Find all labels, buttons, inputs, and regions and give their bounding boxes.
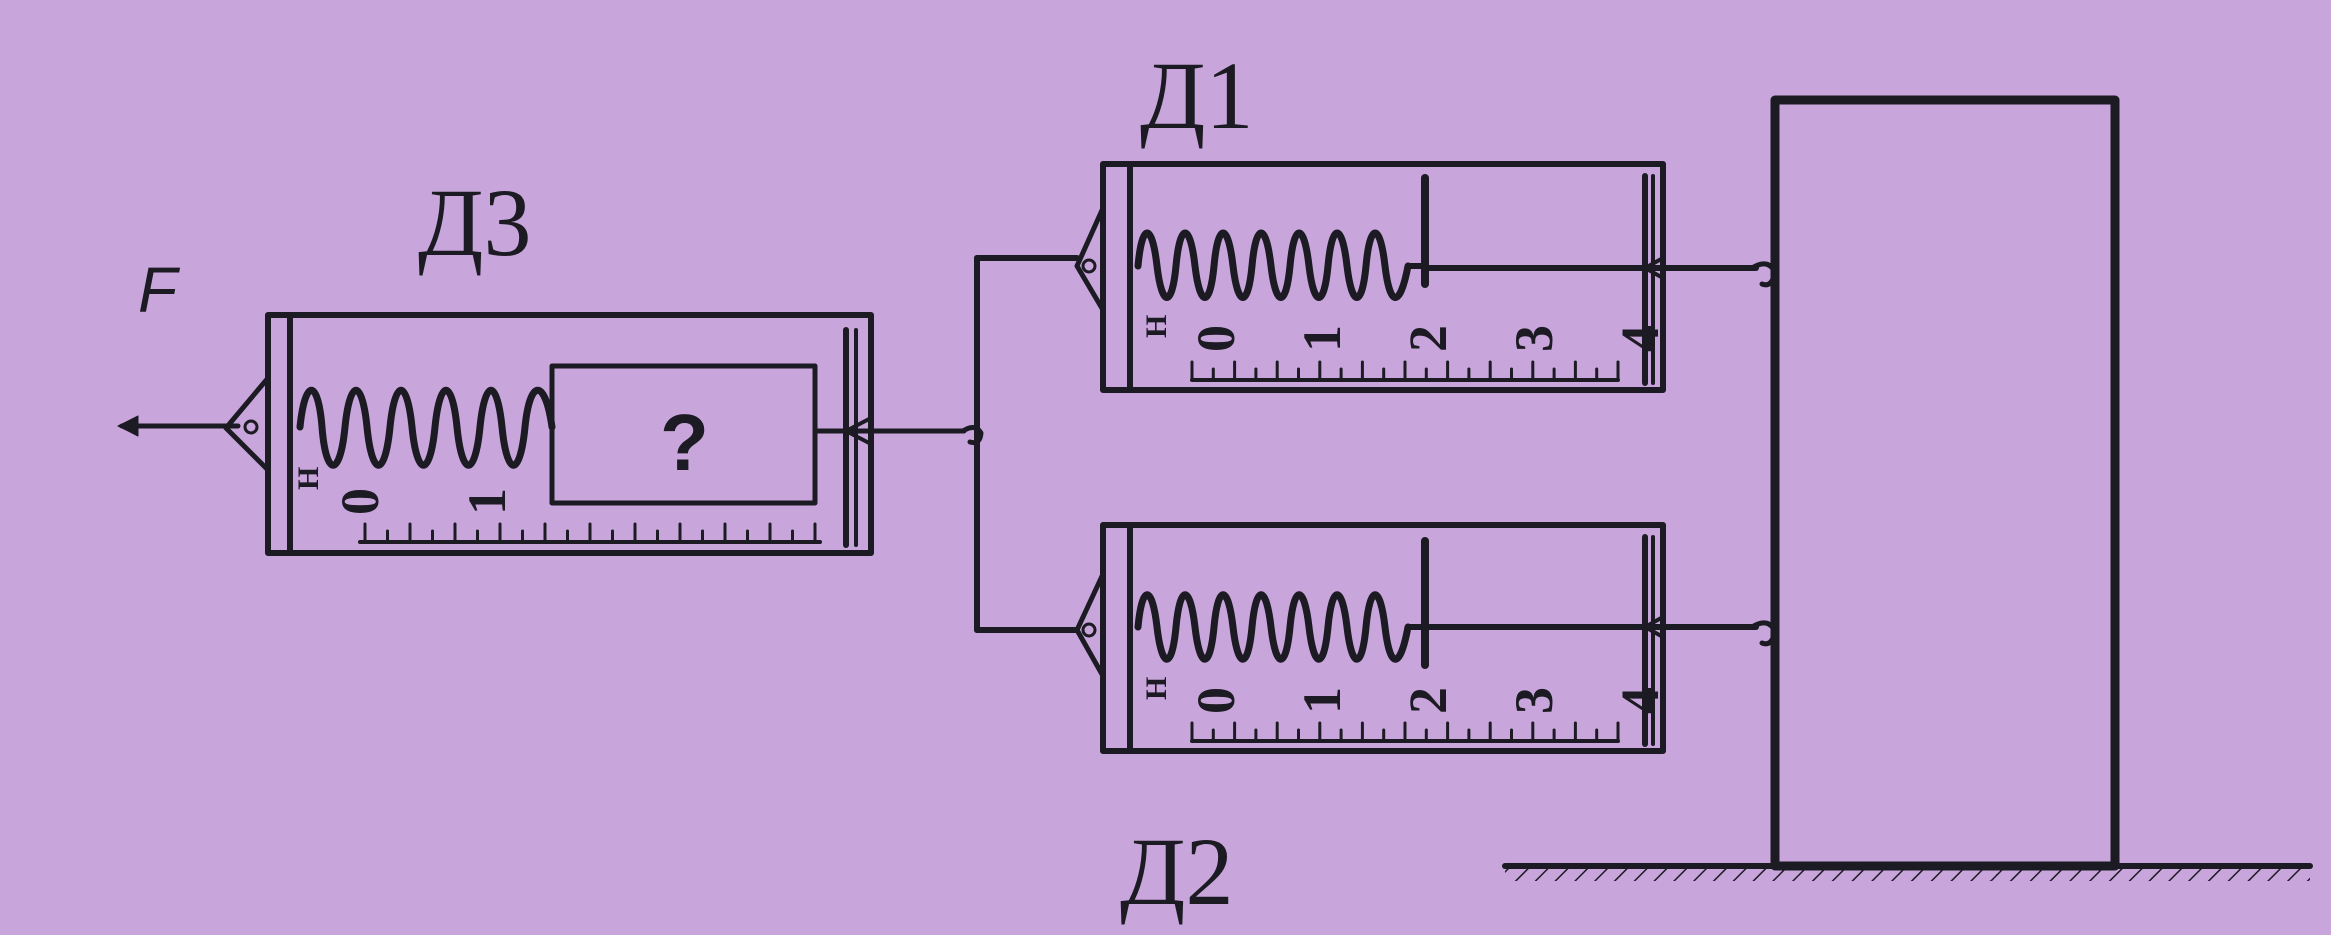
d3-unknown-box — [549, 363, 818, 506]
junction-rod — [974, 255, 1080, 633]
dynamometer-d2 — [1074, 522, 1778, 754]
d1-scale-number: 0 — [1186, 325, 1246, 352]
d1-spring — [1134, 229, 1412, 301]
d1-scale-ticks — [1190, 360, 1620, 382]
d3-scale-number: 1 — [457, 488, 517, 515]
force-arrow — [117, 415, 241, 437]
block — [1770, 95, 2120, 871]
d1-scale-number: 1 — [1292, 325, 1352, 352]
d3-unknown-mark: ? — [660, 398, 709, 487]
d1-label: Д1 — [1140, 42, 1253, 149]
d3-scale-ticks — [363, 522, 817, 544]
d3-unit-label: Н — [292, 467, 325, 490]
d3-label: Д3 — [418, 169, 531, 276]
d1-scale-number: 3 — [1504, 325, 1564, 352]
d2-unit-label: Н — [1140, 677, 1173, 700]
d2-scale-number: 2 — [1398, 687, 1458, 714]
d1-scale-number: 2 — [1398, 325, 1458, 352]
d2-scale-ticks — [1190, 721, 1620, 743]
dynamometer-d3 — [223, 312, 984, 556]
dynamometer-d1 — [1074, 161, 1778, 393]
d2-scale-number: 3 — [1504, 687, 1564, 714]
d3-scale-number: 0 — [330, 488, 390, 515]
force-label: F — [138, 254, 181, 326]
d2-scale-number: 4 — [1610, 687, 1670, 714]
d3-spring — [296, 387, 556, 469]
d2-label: Д2 — [1120, 818, 1233, 925]
d2-spring — [1134, 591, 1412, 663]
d2-scale-number: 1 — [1292, 687, 1352, 714]
d1-unit-label: Н — [1140, 315, 1173, 338]
d2-scale-number: 0 — [1186, 687, 1246, 714]
d1-scale-number: 4 — [1610, 325, 1670, 352]
